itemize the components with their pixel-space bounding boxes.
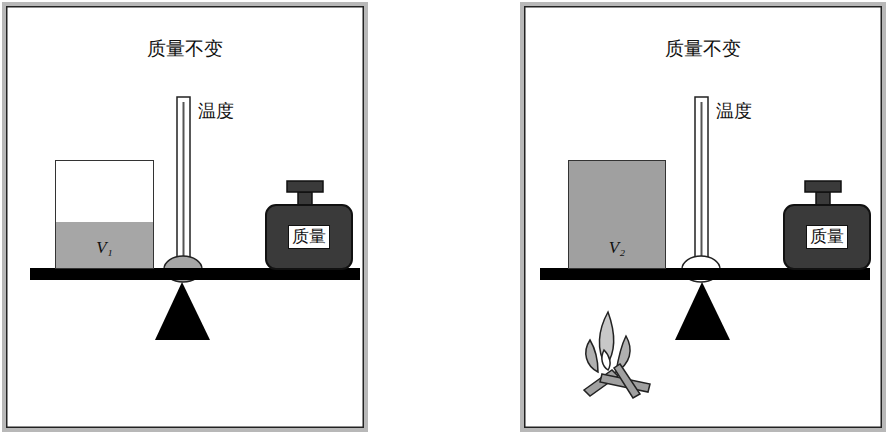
thermometer-column <box>701 102 703 258</box>
weight-stem <box>816 192 830 206</box>
weight-knob <box>805 181 841 192</box>
fire <box>584 312 650 398</box>
thermometer-label: 温度 <box>716 99 752 123</box>
thermometer-bulb <box>164 256 202 282</box>
experiment-panel: 质量不变 V₂ 质量 <box>520 2 886 432</box>
flame <box>586 340 598 372</box>
log <box>614 364 640 398</box>
flame-core <box>602 350 610 370</box>
weight-label: 质量 <box>806 225 848 249</box>
panel-title: 质量不变 <box>524 36 882 62</box>
gas-volume-block: V₂ <box>568 160 666 269</box>
thermometer-tube <box>695 97 708 257</box>
liquid-beaker: V₁ <box>55 160 154 269</box>
weight-label: 质量 <box>288 225 330 249</box>
fulcrum <box>155 282 210 340</box>
thermometer-column <box>183 102 185 258</box>
panel-title: 质量不变 <box>6 36 364 62</box>
mass-weight: 质量 <box>783 204 871 270</box>
volume-label: V₁ <box>56 238 153 258</box>
right-apparatus <box>540 97 870 398</box>
mass-weight: 质量 <box>265 204 353 270</box>
thermometer-tube <box>177 97 190 257</box>
fulcrum <box>675 282 730 340</box>
flame <box>616 336 630 372</box>
thermometer-bulb <box>682 256 720 282</box>
experiment-panel: 质量不变 V₁ 质量 <box>2 2 368 432</box>
flame <box>599 312 613 366</box>
weight-knob <box>287 181 323 192</box>
balance-beam <box>540 268 870 280</box>
log <box>600 374 650 392</box>
left-apparatus <box>30 97 360 340</box>
thermometer-label: 温度 <box>198 99 234 123</box>
log <box>584 370 618 396</box>
weight-stem <box>298 192 312 206</box>
balance-beam <box>30 268 360 280</box>
volume-label: V₂ <box>569 238 665 258</box>
